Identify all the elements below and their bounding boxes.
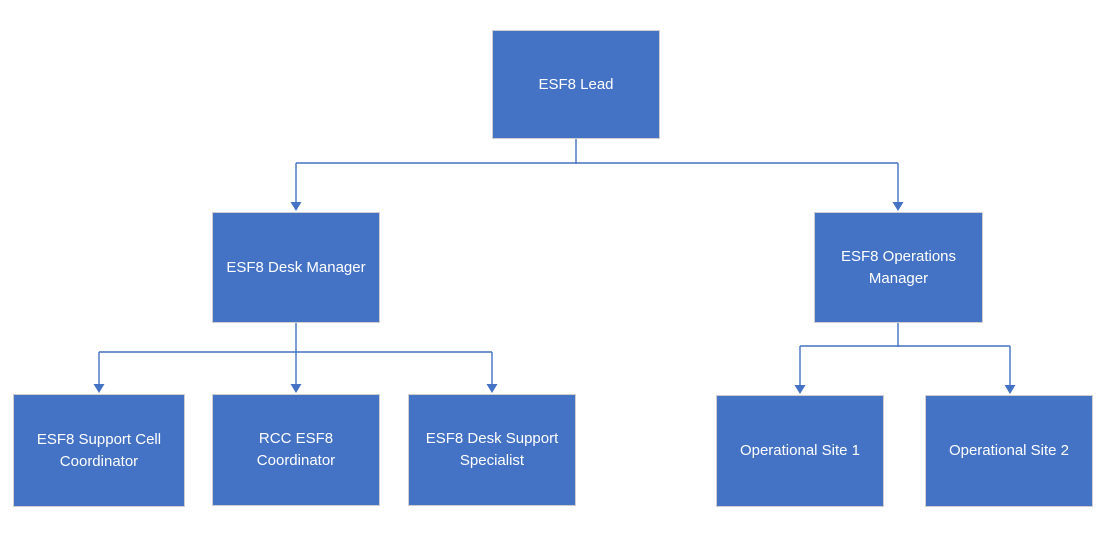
org-node-esf8-support-cell-coordinator[interactable]: ESF8 Support Cell Coordinator [13, 394, 185, 507]
org-node-label: Operational Site 1 [739, 442, 861, 460]
arrowhead-site-1 [794, 385, 806, 394]
org-node-esf8-lead[interactable]: ESF8 Lead [492, 30, 660, 139]
org-node-esf8-desk-manager[interactable]: ESF8 Desk Manager [212, 212, 380, 323]
org-node-rcc-esf8-coordinator[interactable]: RCC ESF8 Coordinator [212, 394, 380, 506]
org-node-operational-site-2[interactable]: Operational Site 2 [925, 395, 1093, 507]
org-node-label: ESF8 Operations Manager [840, 247, 957, 287]
arrowhead-desk-manager [290, 202, 302, 211]
arrowhead-support-cell [93, 384, 105, 393]
arrowhead-operations-manager [892, 202, 904, 211]
org-node-label: ESF8 Support Cell Coordinator [36, 430, 162, 470]
org-node-label: ESF8 Desk Manager [226, 258, 366, 276]
org-node-esf8-desk-support-specialist[interactable]: ESF8 Desk Support Specialist [408, 394, 576, 506]
org-node-operational-site-1[interactable]: Operational Site 1 [716, 395, 884, 507]
org-node-esf8-operations-manager[interactable]: ESF8 Operations Manager [814, 212, 983, 323]
org-node-label: RCC ESF8 Coordinator [256, 430, 336, 469]
arrowhead-site-2 [1004, 385, 1016, 394]
arrowhead-desk-support [486, 384, 498, 393]
org-node-label: ESF8 Lead [538, 75, 614, 93]
org-node-label: ESF8 Desk Support Specialist [425, 430, 559, 469]
arrowhead-rcc [290, 384, 302, 393]
org-node-label: Operational Site 2 [948, 442, 1070, 460]
